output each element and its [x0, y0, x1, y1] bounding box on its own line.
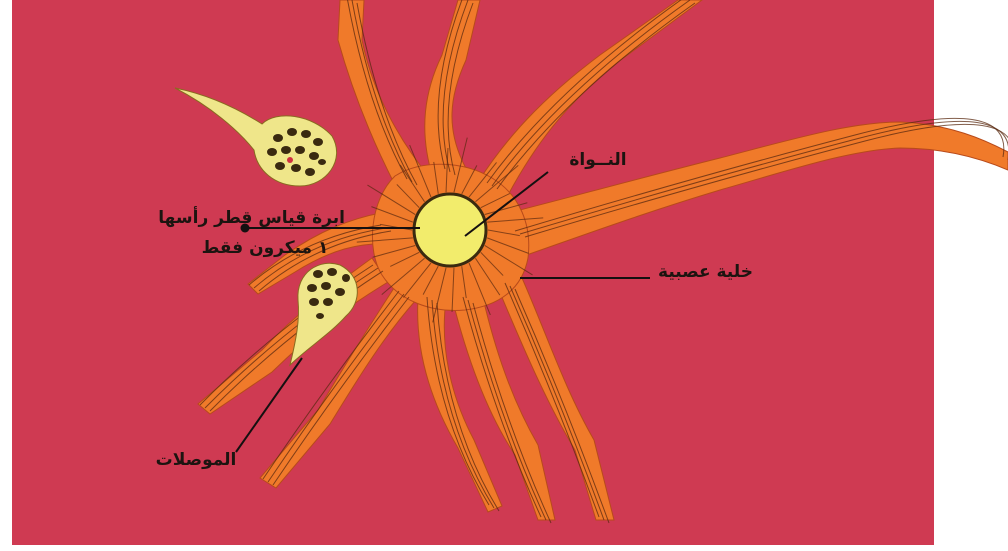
needle-label-line1: ابرة قياس قطر رأسها: [185, 204, 345, 234]
synapse-dot: [287, 157, 293, 163]
connectors-label: الموصلات: [148, 444, 244, 476]
nerve-cell-label: خلية عصبية: [648, 256, 763, 288]
needle-label: ابرة قياس قطر رأسها ١ ميكرون فقط: [185, 204, 345, 264]
nucleus: [414, 194, 486, 266]
nucleus-label: النــواة: [548, 144, 648, 176]
needle-label-line2: ١ ميكرون فقط: [185, 234, 345, 264]
